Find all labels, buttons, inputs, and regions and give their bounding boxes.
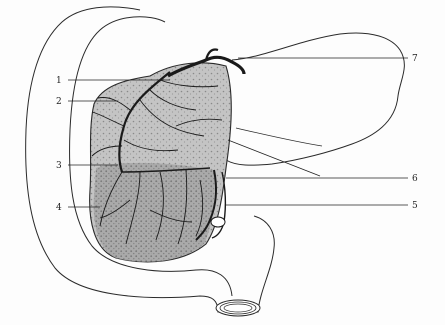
pancreas-tail-outline xyxy=(226,33,404,165)
vessel-stump xyxy=(211,217,225,227)
callout-4: 4 xyxy=(56,203,62,213)
callout-2: 2 xyxy=(56,97,62,107)
pancreas-tail-lower xyxy=(236,128,322,146)
callout-3: 3 xyxy=(56,161,62,171)
callout-6: 6 xyxy=(412,174,418,184)
callout-7: 7 xyxy=(412,54,418,64)
callout-1: 1 xyxy=(56,76,62,86)
callout-5: 5 xyxy=(412,201,418,211)
